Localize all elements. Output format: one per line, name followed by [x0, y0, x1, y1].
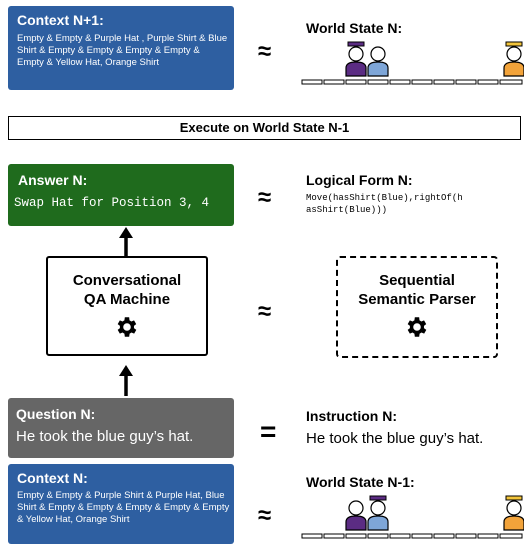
- person-purple-hat-purple-shirt: [345, 41, 367, 77]
- arrow-question-to-qa: [119, 365, 133, 396]
- answer-box: Answer N: Swap Hat for Position 3, 4: [8, 164, 234, 226]
- world-state-n-1-diagram: [301, 495, 524, 539]
- question-title: Question N:: [16, 406, 96, 422]
- person-purple-shirt: [345, 500, 367, 531]
- qa-machine-line1: Conversational: [72, 272, 182, 289]
- world-state-n-title: World State N:: [306, 20, 403, 36]
- qa-machine-box: Conversational QA Machine: [46, 256, 208, 356]
- context-n-box: Context N: Empty & Empty & Purple Shirt …: [8, 464, 234, 544]
- person-yellow-hat-orange-shirt: [503, 41, 524, 77]
- instruction-title: Instruction N:: [306, 408, 397, 424]
- question-text: He took the blue guy’s hat.: [16, 428, 194, 445]
- instruction-text: He took the blue guy’s hat.: [306, 430, 484, 447]
- world-state-n-diagram: [301, 41, 524, 85]
- logical-form-line1: Move(hasShirt(Blue),rightOf(h: [306, 193, 463, 203]
- answer-title: Answer N:: [18, 172, 88, 188]
- context-n-plus-1-title: Context N+1:: [17, 12, 104, 28]
- semantic-parser-box: Sequential Semantic Parser: [336, 256, 498, 358]
- execute-label: Execute on World State N-1: [179, 120, 350, 135]
- person-yellow-hat-orange-shirt: [503, 495, 524, 531]
- context-n-text: Empty & Empty & Purple Shirt & Purple Ha…: [17, 490, 230, 525]
- logical-form-title: Logical Form N:: [306, 172, 413, 188]
- approx-symbol-middle: ≈: [258, 298, 272, 325]
- gear-icon: [117, 317, 137, 337]
- person-purple-hat-blue-shirt: [367, 495, 389, 531]
- approx-symbol-bottom: ≈: [258, 502, 272, 529]
- context-n-title: Context N:: [17, 470, 88, 486]
- parser-line1: Sequential: [379, 272, 455, 289]
- gear-icon: [407, 317, 427, 337]
- equals-symbol: =: [260, 416, 277, 447]
- question-box: Question N: He took the blue guy’s hat.: [8, 398, 234, 458]
- approx-symbol-answer: ≈: [258, 184, 272, 211]
- approx-symbol-top: ≈: [258, 38, 272, 65]
- execute-bar: Execute on World State N-1: [8, 116, 521, 140]
- arrow-qa-to-answer: [119, 227, 133, 256]
- context-n-plus-1-text: Empty & Empty & Purple Hat , Purple Shir…: [17, 33, 228, 68]
- qa-machine-line2: QA Machine: [83, 291, 171, 308]
- logical-form-line2: asShirt(Blue))): [306, 205, 388, 215]
- world-state-n-1-title: World State N-1:: [306, 474, 415, 490]
- context-n-plus-1-box: Context N+1: Empty & Empty & Purple Hat …: [8, 6, 234, 90]
- parser-line2: Semantic Parser: [358, 291, 476, 308]
- answer-text: Swap Hat for Position 3, 4: [14, 196, 210, 210]
- person-blue-shirt: [367, 46, 389, 77]
